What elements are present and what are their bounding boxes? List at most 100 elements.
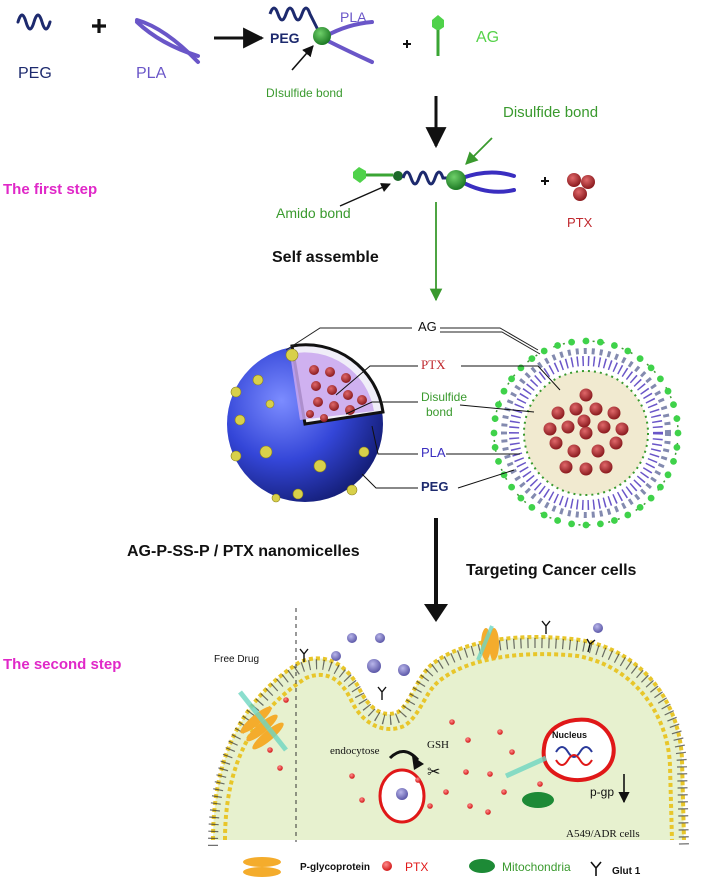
ptx-molecule — [443, 789, 449, 795]
ptx-cluster — [567, 173, 595, 201]
nucleus — [504, 717, 616, 782]
legend-pgp-label: P-glycoprotein — [300, 862, 370, 873]
ag-ligand-dot — [491, 444, 499, 451]
ag-ligand-dot — [674, 429, 682, 437]
ag-ligand-dot — [664, 471, 672, 479]
endocytose-arrow-head — [412, 756, 424, 770]
legend-glut1-symbol — [590, 861, 602, 876]
ptx-molecule — [267, 747, 273, 753]
ptx-molecule — [449, 719, 455, 725]
ag-ligand-dot — [670, 458, 677, 465]
ag-ligand-dot — [597, 520, 604, 528]
ptx-molecule — [537, 781, 543, 787]
peg-ss-pla-conjugate — [268, 6, 374, 64]
glut1-receptors — [299, 620, 596, 700]
ptx-molecule — [349, 773, 355, 779]
cell-ptx-molecules — [267, 697, 543, 815]
amido-pointer — [339, 183, 391, 207]
ag-ligand-dot — [495, 401, 502, 408]
ptx-molecule — [497, 729, 503, 735]
ag-ligand-dot — [636, 355, 644, 362]
targeting-label: Targeting Cancer cells — [466, 562, 637, 579]
ptx-molecule — [465, 737, 471, 743]
ptx-particle — [567, 444, 581, 458]
ptx-particle — [561, 420, 575, 434]
second-step-label: The second step — [3, 656, 121, 673]
ag-ligand-dot — [508, 375, 515, 383]
ag-ligand-dot — [540, 347, 548, 355]
ag-connector-lines — [285, 327, 541, 355]
disulfide-pointer — [465, 137, 493, 165]
micelle-sphere — [227, 343, 385, 503]
ag-ligand-dot — [554, 517, 561, 524]
ag-ligand-dot — [636, 504, 644, 511]
ag-ligand-dot — [597, 338, 604, 346]
ptx-particle — [599, 460, 613, 474]
disulfide-bond-small-label: DIsulfide bond — [266, 86, 343, 100]
endocytose-label: endocytose — [330, 745, 380, 757]
pla-reagent — [135, 18, 200, 64]
micelle-disulfide-label-2: bond — [426, 405, 453, 419]
ag-ligand-dot — [611, 342, 618, 349]
legend-ptx-symbol — [382, 861, 392, 871]
ag-ligand-dot — [611, 517, 618, 524]
ag-ligand-dot — [490, 429, 498, 437]
ptx-particle — [589, 402, 603, 416]
ptx-particle — [607, 406, 621, 420]
first-step-label: The first step — [3, 181, 97, 198]
ptx-molecule — [487, 771, 493, 777]
ptx-label: PTX — [567, 215, 593, 230]
ag-molecule — [432, 15, 444, 56]
cell-line-label: A549/ADR cells — [566, 828, 640, 840]
plus-sign-1 — [92, 19, 106, 33]
nanomicelles-label: AG-P-SS-P / PTX nanomicelles — [127, 543, 360, 560]
ptx-particle — [579, 462, 593, 476]
legend-mitochondria-symbol — [469, 859, 495, 873]
micelle-disulfide-label-1: Disulfide — [421, 390, 467, 404]
free-drug-label: Free Drug — [214, 654, 259, 665]
ag-ligand-dot — [508, 483, 515, 491]
gsh-label: GSH — [427, 739, 449, 751]
self-assemble-label: Self assemble — [272, 249, 379, 266]
ag-ligand-dot — [528, 504, 536, 511]
micelle-ptx-label: PTX — [421, 357, 446, 372]
peg-label: PEG — [18, 65, 52, 82]
ag-ligand-dot — [624, 347, 632, 355]
ptx-particle — [579, 426, 593, 440]
legend-mito-label: Mitochondria — [502, 860, 571, 874]
pla-label: PLA — [136, 65, 167, 82]
internalized-nanomicelle — [396, 788, 408, 800]
ag-ligand-dot — [568, 338, 575, 346]
ptx-particle — [615, 422, 629, 436]
conjugate-pla-label: PLA — [340, 9, 367, 25]
ag-ligand-dot — [540, 511, 548, 519]
ag-ligand-dot — [664, 387, 672, 395]
ptx-molecule — [509, 749, 515, 755]
nucleus-label: Nucleus — [552, 730, 587, 740]
ptx-molecule — [501, 789, 507, 795]
ptx-particle — [559, 460, 573, 474]
targeting-arrow-head — [424, 604, 448, 622]
ptx-particle — [597, 420, 611, 434]
ag-ligand-dot — [582, 337, 590, 345]
ag-ligand-dot — [624, 511, 632, 519]
ptx-molecule — [277, 765, 283, 771]
micelle-pla-label: PLA — [421, 445, 446, 460]
ag-ligand-dot — [491, 415, 499, 422]
cell — [208, 635, 689, 847]
conjugate-peg-label: PEG — [270, 30, 300, 46]
amido-bond-label: Amido bond — [276, 205, 351, 221]
ptx-molecule — [463, 769, 469, 775]
ag-ligand-dot — [670, 401, 677, 408]
ag-ligand-dot — [568, 520, 575, 528]
ag-ligand-dot — [500, 387, 508, 395]
ptx-particle — [591, 444, 605, 458]
micelle-connector-lines — [335, 365, 561, 489]
legend-ptx-label: PTX — [405, 860, 428, 874]
nanomicelles-outside — [331, 623, 603, 676]
ag-ligand-dot — [647, 364, 655, 372]
ptx-molecule — [485, 809, 491, 815]
micelle-ag-label: AG — [418, 319, 437, 334]
ag-ligand-dot — [673, 415, 681, 422]
